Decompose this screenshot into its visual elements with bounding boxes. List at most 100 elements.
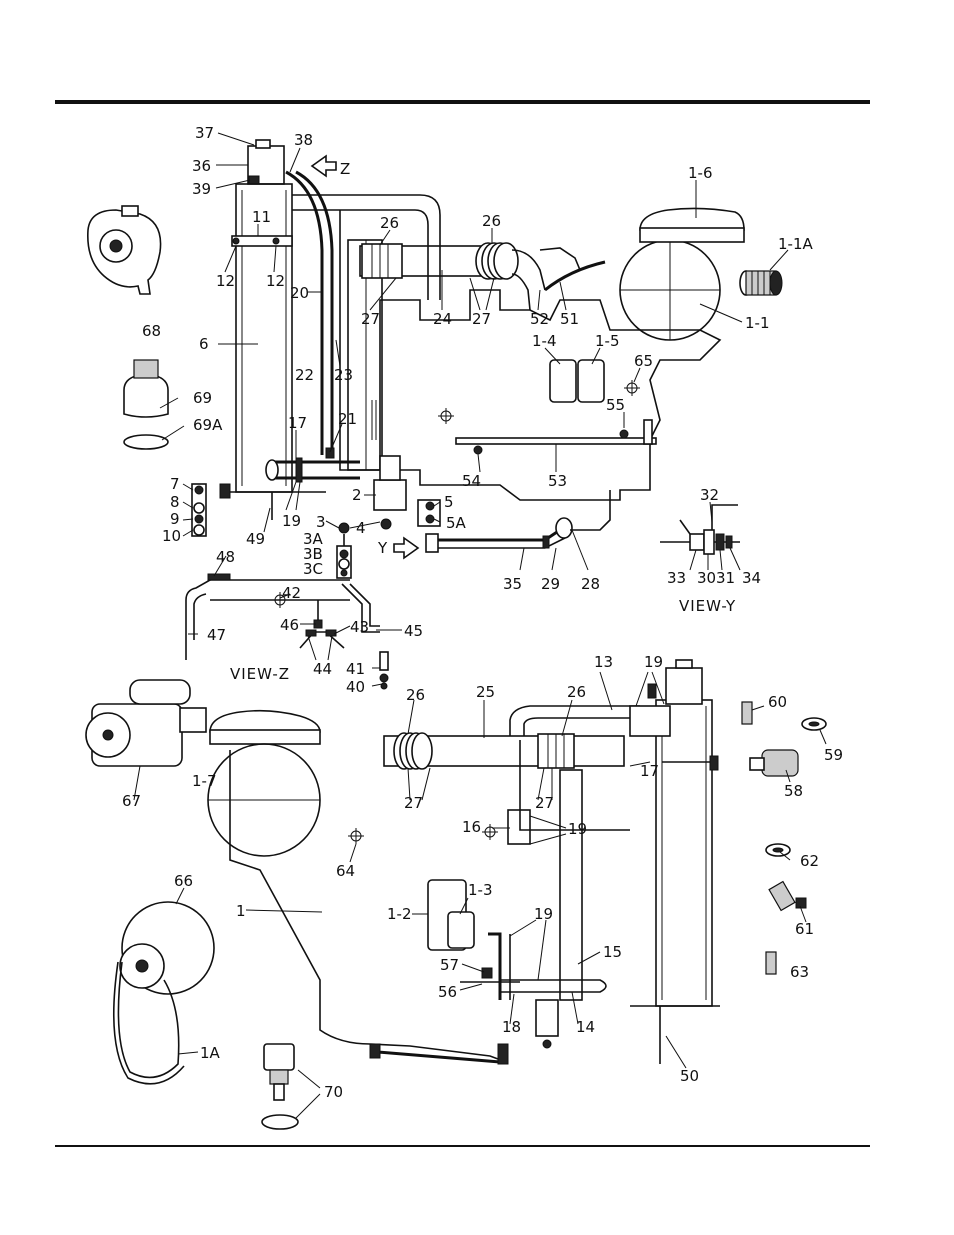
callout-42: 42 bbox=[282, 584, 301, 602]
callout-70: 70 bbox=[324, 1083, 343, 1101]
callout-23: 23 bbox=[334, 366, 353, 384]
callout-1-1: 1-1 bbox=[745, 314, 770, 332]
callout-3: 3 bbox=[316, 513, 326, 531]
callout-54: 54 bbox=[462, 472, 481, 490]
callout-5: 5 bbox=[444, 493, 454, 511]
callout-1-1a: 1-1A bbox=[778, 235, 813, 253]
callout-17-upper: 17 bbox=[288, 414, 307, 432]
view-z-assembly bbox=[185, 573, 389, 690]
callout-12-right: 12 bbox=[266, 272, 285, 290]
lower-engine-assembly bbox=[207, 659, 720, 1065]
callout-60: 60 bbox=[768, 693, 787, 711]
callout-58: 58 bbox=[784, 782, 803, 800]
callout-8: 8 bbox=[170, 493, 180, 511]
callout-31: 31 bbox=[716, 569, 735, 587]
alternator-66 bbox=[112, 901, 215, 1085]
callout-67: 67 bbox=[122, 792, 141, 810]
callout-19-upper: 19 bbox=[282, 512, 301, 530]
callout-26-left: 26 bbox=[380, 214, 399, 232]
callout-35: 35 bbox=[503, 575, 522, 593]
callout-30: 30 bbox=[697, 569, 716, 587]
callout-1-6: 1-6 bbox=[688, 164, 713, 182]
callout-14: 14 bbox=[576, 1018, 595, 1036]
callout-5a: 5A bbox=[446, 514, 467, 532]
callout-6: 6 bbox=[199, 335, 209, 353]
callout-45: 45 bbox=[404, 622, 423, 640]
callout-4: 4 bbox=[356, 519, 366, 537]
view-z-title: VIEW-Z bbox=[230, 665, 290, 683]
callout-47: 47 bbox=[207, 626, 226, 644]
callout-25: 25 bbox=[476, 683, 495, 701]
callout-66: 66 bbox=[174, 872, 193, 890]
callout-65: 65 bbox=[634, 352, 653, 370]
callout-7: 7 bbox=[170, 475, 180, 493]
callout-68: 68 bbox=[142, 322, 161, 340]
callout-11: 11 bbox=[252, 208, 271, 226]
callout-44: 44 bbox=[313, 660, 332, 678]
callout-26-right: 26 bbox=[482, 212, 501, 230]
callout-29: 29 bbox=[541, 575, 560, 593]
callout-32: 32 bbox=[700, 486, 719, 504]
callout-48: 48 bbox=[216, 548, 235, 566]
callout-9: 9 bbox=[170, 510, 180, 528]
upper-engine-assembly bbox=[191, 139, 783, 579]
callout-3b: 3B bbox=[303, 545, 323, 563]
callout-36: 36 bbox=[192, 157, 211, 175]
callout-27-lower-right: 27 bbox=[535, 794, 554, 812]
fitting-60 bbox=[741, 701, 753, 725]
leader-lines bbox=[133, 132, 827, 1119]
callout-39: 39 bbox=[192, 180, 211, 198]
callout-49: 49 bbox=[246, 530, 265, 548]
callout-1: 1 bbox=[236, 902, 246, 920]
callout-15: 15 bbox=[603, 943, 622, 961]
arrow-y-icon bbox=[393, 536, 420, 560]
callout-52: 52 bbox=[530, 310, 549, 328]
callout-61: 61 bbox=[795, 920, 814, 938]
labels: Z Y VIEW-Y VIEW-Z 37 38 36 39 1-6 1-1A 1… bbox=[122, 124, 843, 1101]
callout-46: 46 bbox=[280, 616, 299, 634]
callout-19-mid: 19 bbox=[568, 820, 587, 838]
arrow-y-label: Y bbox=[377, 539, 388, 557]
callout-26-lower-left: 26 bbox=[406, 686, 425, 704]
callout-16: 16 bbox=[462, 818, 481, 836]
callout-1-4: 1-4 bbox=[532, 332, 557, 350]
callout-69: 69 bbox=[193, 389, 212, 407]
callout-59: 59 bbox=[824, 746, 843, 764]
sender-61 bbox=[768, 880, 807, 912]
callout-20: 20 bbox=[290, 284, 309, 302]
sensor-70 bbox=[261, 1043, 299, 1130]
callout-10: 10 bbox=[162, 527, 181, 545]
callout-21: 21 bbox=[338, 410, 357, 428]
water-pump-68 bbox=[87, 205, 162, 295]
callout-43: 43 bbox=[350, 618, 369, 636]
washer-62 bbox=[765, 843, 791, 857]
callout-19-low: 19 bbox=[534, 905, 553, 923]
callout-1-7: 1-7 bbox=[192, 772, 217, 790]
callout-53: 53 bbox=[548, 472, 567, 490]
callout-24: 24 bbox=[433, 310, 452, 328]
callout-41: 41 bbox=[346, 660, 365, 678]
callout-17-lower: 17 bbox=[640, 762, 659, 780]
callout-55: 55 bbox=[606, 396, 625, 414]
callout-56: 56 bbox=[438, 983, 457, 1001]
starter-67 bbox=[85, 679, 207, 767]
callout-37: 37 bbox=[195, 124, 214, 142]
arrow-z-label: Z bbox=[340, 160, 350, 178]
callout-63: 63 bbox=[790, 963, 809, 981]
switch-58 bbox=[749, 749, 799, 777]
callout-3c: 3C bbox=[303, 560, 323, 578]
callout-33: 33 bbox=[667, 569, 686, 587]
callout-27-left: 27 bbox=[361, 310, 380, 328]
thermostat-69 bbox=[123, 359, 169, 450]
callout-62: 62 bbox=[800, 852, 819, 870]
callout-12-left: 12 bbox=[216, 272, 235, 290]
washer-59 bbox=[801, 717, 827, 731]
callout-69a: 69A bbox=[193, 416, 223, 434]
callout-13: 13 bbox=[594, 653, 613, 671]
callout-50: 50 bbox=[680, 1067, 699, 1085]
callout-1-2: 1-2 bbox=[387, 905, 412, 923]
callout-1-5: 1-5 bbox=[595, 332, 620, 350]
fitting-63 bbox=[765, 951, 777, 975]
callout-1-3: 1-3 bbox=[468, 881, 493, 899]
callout-1a: 1A bbox=[200, 1044, 221, 1062]
